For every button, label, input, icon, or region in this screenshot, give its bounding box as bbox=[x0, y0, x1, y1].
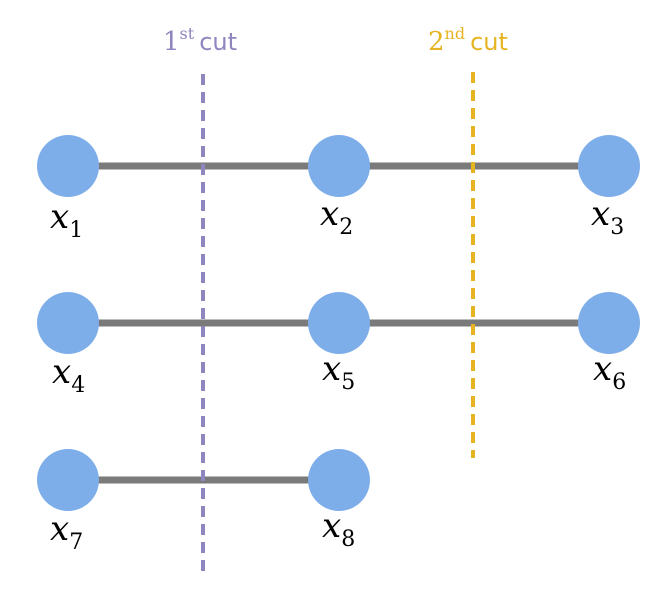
nodes bbox=[37, 135, 640, 511]
node-x8 bbox=[308, 449, 370, 511]
node-x2 bbox=[308, 135, 370, 197]
node-x5 bbox=[308, 292, 370, 354]
node-label-x5: x5 bbox=[322, 349, 355, 395]
cut-1-number: 1 bbox=[163, 27, 180, 57]
cut-2-word: cut bbox=[470, 28, 508, 56]
node-label-x4: x4 bbox=[52, 352, 85, 398]
node-label-x8: x8 bbox=[322, 506, 355, 552]
node-label-x7: x7 bbox=[50, 509, 83, 555]
node-label-x2: x2 bbox=[320, 194, 353, 240]
cut-2-suffix: nd bbox=[445, 24, 466, 43]
node-label-x3: x3 bbox=[591, 194, 624, 240]
node-x3 bbox=[578, 135, 640, 197]
cut-1-suffix: st bbox=[180, 24, 195, 43]
cut-2-number: 2 bbox=[428, 27, 445, 57]
node-x6 bbox=[578, 292, 640, 354]
node-label-x6: x6 bbox=[593, 349, 626, 395]
node-label-x1: x1 bbox=[50, 197, 83, 243]
cut-lines bbox=[201, 72, 475, 576]
node-x4 bbox=[37, 292, 99, 354]
node-x7 bbox=[37, 449, 99, 511]
node-labels: x1 x2 x3 x4 x5 x6 x7 x8 bbox=[50, 194, 626, 555]
cut-1-word: cut bbox=[199, 28, 237, 56]
node-x1 bbox=[37, 135, 99, 197]
